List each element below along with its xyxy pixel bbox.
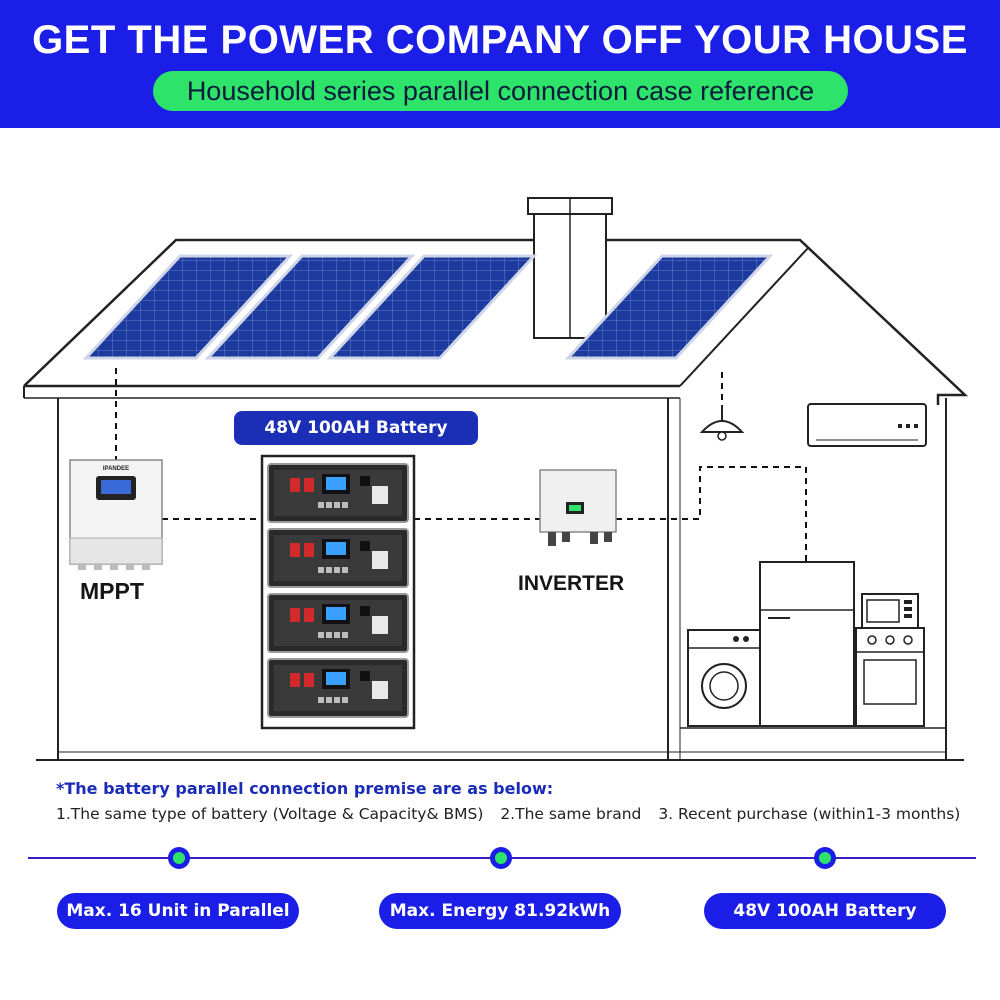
air-conditioner-icon — [807, 403, 927, 447]
refrigerator-icon — [759, 561, 855, 727]
washing-machine-icon — [687, 629, 761, 727]
battery-module — [267, 658, 409, 718]
mppt-controller-icon: IPANDEE — [69, 459, 163, 570]
inverter-label: INVERTER — [518, 572, 624, 595]
page-subtitle: Household series parallel connection cas… — [186, 76, 815, 106]
timeline-dot — [168, 847, 190, 869]
microwave-icon — [861, 593, 919, 629]
feature-prefix: Max. Energy — [389, 901, 515, 921]
inverter-icon — [539, 469, 617, 546]
feature-value: 48V 100AH — [733, 901, 839, 921]
page-title: GET THE POWER COMPANY OFF YOUR HOUSE — [32, 18, 968, 62]
house-diagram: IPANDEE MPPT INVERTER — [23, 197, 969, 761]
parallel-premise-heading: *The battery parallel connection premise… — [56, 779, 554, 798]
solar-panel — [204, 254, 416, 360]
solar-panels — [82, 254, 774, 360]
battery-module — [267, 463, 409, 523]
solar-panel — [82, 254, 294, 360]
timeline-dot — [490, 847, 512, 869]
feature-value: 16 — [118, 901, 142, 921]
feature-prefix: Max. — [66, 901, 119, 921]
battery-label: 48V 100AH Battery — [234, 411, 478, 445]
subtitle-pill: Household series parallel connection cas… — [153, 71, 848, 111]
feature-suffix: Unit in Parallel — [141, 901, 290, 921]
battery-module — [267, 528, 409, 588]
solar-panel — [564, 254, 774, 360]
lamp-icon — [699, 405, 745, 441]
feature-value: 81.92 — [514, 901, 569, 921]
mppt-label: MPPT — [80, 578, 144, 604]
feature-suffix: Battery — [839, 901, 917, 921]
condition-item: 3. Recent purchase (within1-3 months) — [658, 805, 961, 823]
header-banner: GET THE POWER COMPANY OFF YOUR HOUSE Hou… — [0, 0, 1000, 128]
battery-stack — [260, 454, 416, 730]
feature-suffix: kWh — [568, 901, 611, 921]
roof-outline — [23, 238, 969, 405]
feature-max-units: Max. 16 Unit in Parallel — [57, 893, 299, 929]
battery-module — [267, 593, 409, 653]
mppt-brand-text: IPANDEE — [103, 466, 129, 472]
timeline-dot — [814, 847, 836, 869]
stove-icon — [855, 627, 925, 727]
condition-item: 1.The same type of battery (Voltage & Ca… — [56, 805, 484, 823]
feature-max-energy: Max. Energy 81.92kWh — [379, 893, 621, 929]
condition-item: 2.The same brand — [500, 805, 642, 823]
chimney — [527, 197, 613, 339]
feature-battery-spec: 48V 100AH Battery — [704, 893, 946, 929]
wiring — [115, 368, 807, 562]
solar-panel — [326, 254, 538, 360]
parallel-conditions: 1.The same type of battery (Voltage & Ca… — [56, 805, 972, 823]
